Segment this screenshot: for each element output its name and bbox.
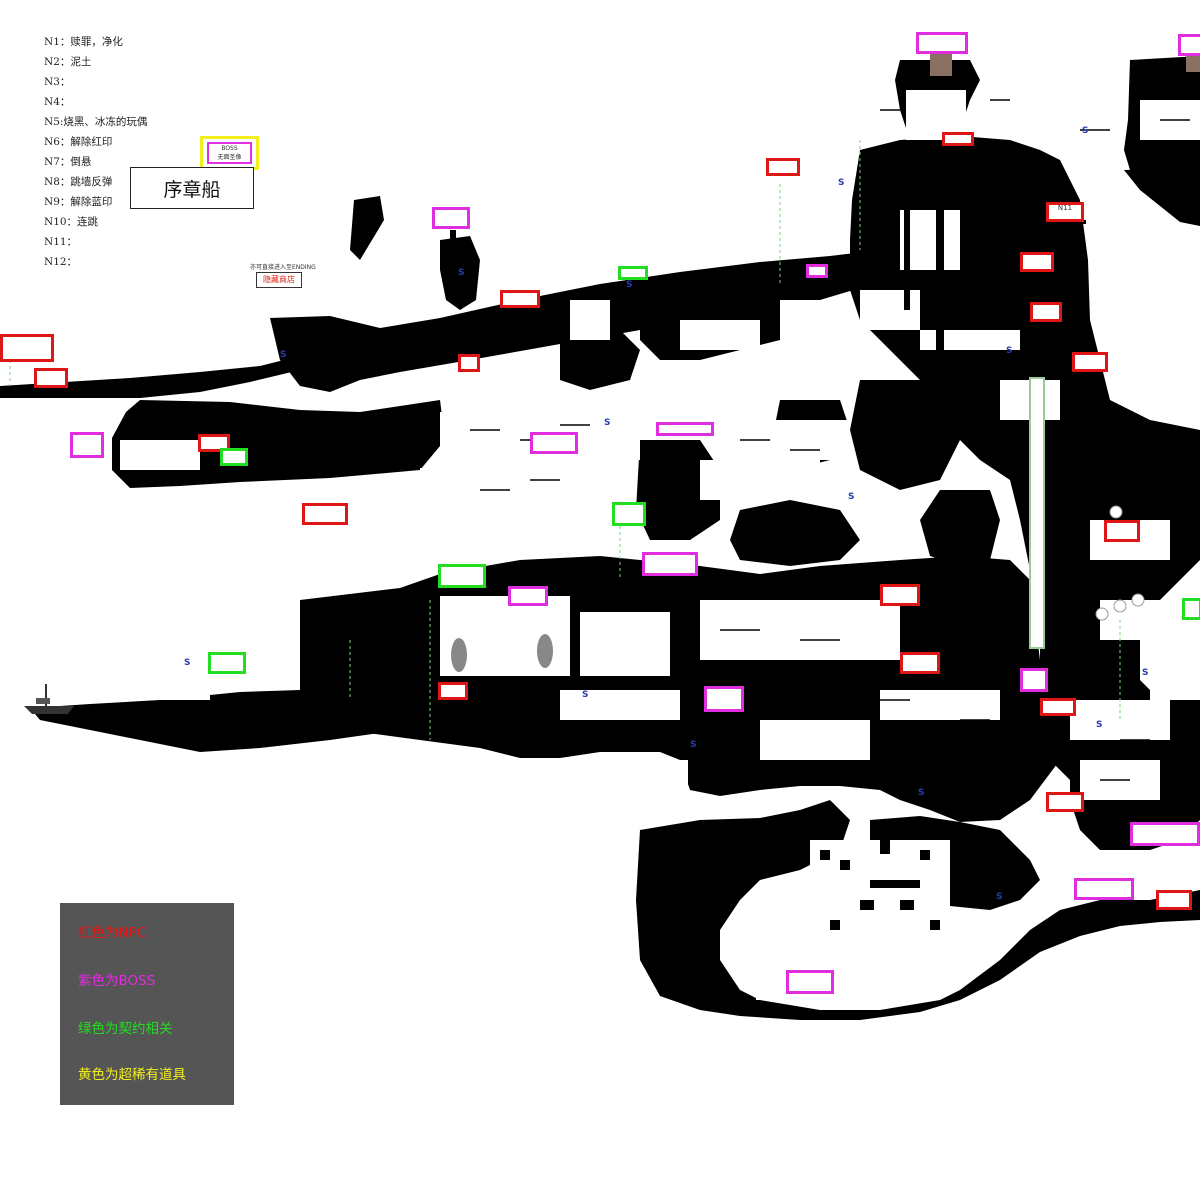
note-n3: N3：	[44, 76, 71, 88]
note-n8: N8：跳墙反弹	[44, 176, 113, 188]
note-n7: N7：倒悬	[44, 156, 92, 168]
boss-name: 无面圣像	[217, 154, 242, 161]
save-point-icon[interactable]: S	[458, 268, 465, 278]
save-point-icon[interactable]: S	[1006, 346, 1013, 356]
npc-marker[interactable]	[1104, 520, 1140, 542]
boss-marker[interactable]	[1130, 822, 1200, 846]
save-point-icon[interactable]: S	[996, 892, 1003, 902]
save-point-icon[interactable]: S	[582, 690, 589, 700]
boss-marker[interactable]	[530, 432, 578, 454]
boss-marker[interactable]	[642, 552, 698, 576]
boss-marker[interactable]	[1074, 878, 1134, 900]
save-point-icon[interactable]: S	[690, 740, 697, 750]
npc-marker[interactable]	[458, 354, 480, 372]
save-point-icon[interactable]: S	[626, 280, 633, 290]
save-point-icon[interactable]: S	[838, 178, 845, 188]
contract-marker[interactable]	[612, 502, 646, 526]
note-n6: N6：解除红印	[44, 136, 113, 148]
npc-marker[interactable]	[0, 334, 54, 362]
npc-marker[interactable]	[34, 368, 68, 388]
npc-marker[interactable]	[900, 652, 940, 674]
npc-marker[interactable]	[1020, 252, 1054, 272]
npc-marker[interactable]	[1046, 792, 1084, 812]
contract-marker[interactable]	[618, 266, 648, 280]
npc-marker[interactable]	[942, 132, 974, 146]
save-point-icon[interactable]: S	[1082, 126, 1089, 136]
boss-marker[interactable]	[806, 264, 828, 278]
boss-marker[interactable]	[508, 586, 548, 606]
note-n4: N4：	[44, 96, 71, 108]
hidden-shop-marker[interactable]: 隐藏商店	[256, 272, 302, 288]
note-n1: N1：赎罪，净化	[44, 36, 123, 48]
note-n11: N11：	[44, 236, 78, 248]
npc-marker[interactable]	[766, 158, 800, 176]
npc-marker[interactable]	[500, 290, 540, 308]
npc-marker[interactable]	[880, 584, 920, 606]
save-point-icon[interactable]: S	[1096, 720, 1103, 730]
boss-marker[interactable]	[1178, 34, 1200, 56]
note-n5: N5:烧黑、冰冻的玩偶	[44, 116, 148, 128]
save-point-icon[interactable]: S	[1142, 668, 1149, 678]
legend-yellow: 黄色为超稀有道具	[78, 1067, 186, 1083]
note-n2: N2：泥土	[44, 56, 92, 68]
boss-marker[interactable]	[656, 422, 714, 436]
ability-notes: N1：赎罪，净化 N2：泥土 N3： N4： N5:烧黑、冰冻的玩偶 N6：解除…	[44, 32, 147, 272]
contract-marker[interactable]	[438, 564, 486, 588]
boss-tag: BOSS	[221, 145, 238, 152]
npc-marker[interactable]	[438, 682, 468, 700]
legend-green: 绿色为契约相关	[78, 1021, 173, 1037]
npc-marker[interactable]	[1156, 890, 1192, 910]
save-point-icon[interactable]: S	[184, 658, 191, 668]
area-title: 序章船	[130, 167, 254, 209]
n11-label: N11	[1057, 204, 1073, 212]
save-point-icon[interactable]: S	[280, 350, 287, 360]
contract-marker[interactable]	[220, 448, 248, 466]
save-point-icon[interactable]: S	[848, 492, 855, 502]
color-legend: 红色为NPC 紫色为BOSS 绿色为契约相关 黄色为超稀有道具	[60, 903, 234, 1105]
npc-marker[interactable]	[198, 434, 230, 452]
npc-marker[interactable]	[302, 503, 348, 525]
boss-marker[interactable]	[704, 686, 744, 712]
ship-icon	[24, 684, 74, 714]
save-point-icon[interactable]: S	[604, 418, 611, 428]
contract-marker[interactable]	[1182, 598, 1200, 620]
npc-marker-n11[interactable]: N11	[1046, 202, 1084, 222]
npc-marker[interactable]	[1072, 352, 1108, 372]
legend-purple: 紫色为BOSS	[78, 973, 156, 989]
boss-marker[interactable]	[70, 432, 104, 458]
npc-marker[interactable]	[1030, 302, 1062, 322]
save-point-icon[interactable]: S	[918, 788, 925, 798]
ending-note: 亦可直接进入至ENDING	[250, 264, 316, 271]
note-n9: N9：解除蓝印	[44, 196, 113, 208]
note-n12: N12：	[44, 256, 78, 268]
rare-item-boss-marker[interactable]: BOSS 无面圣像	[200, 136, 259, 170]
boss-marker[interactable]	[786, 970, 834, 994]
boss-marker[interactable]	[916, 32, 968, 54]
note-n10: N10：连跳	[44, 216, 99, 228]
boss-marker[interactable]	[1020, 668, 1048, 692]
legend-red: 红色为NPC	[78, 925, 147, 941]
npc-marker[interactable]	[1040, 698, 1076, 716]
boss-marker[interactable]	[432, 207, 470, 229]
contract-marker[interactable]	[208, 652, 246, 674]
